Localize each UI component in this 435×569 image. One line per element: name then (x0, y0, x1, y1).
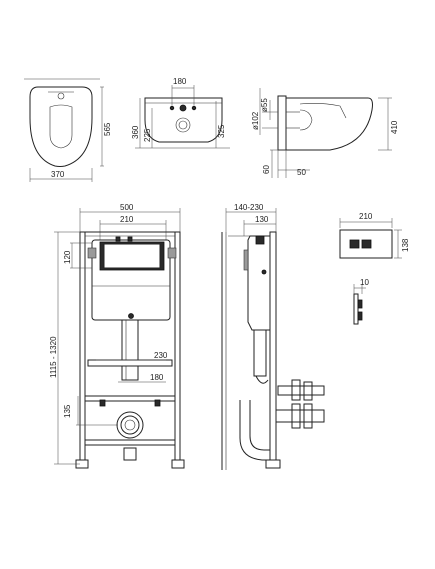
dim-cistern-width: 210 (120, 215, 134, 224)
dim-button-height: 138 (401, 238, 410, 252)
dim-180-lower: 180 (150, 373, 164, 382)
dim-outlet-dia-102: ø102 (251, 111, 260, 130)
dim-offset-60: 60 (262, 165, 271, 174)
bowl-front-view (135, 85, 230, 149)
bowl-top-view (24, 78, 104, 182)
dim-height-225: 225 (143, 128, 152, 142)
dim-frame-height: 1115 - 1320 (49, 336, 58, 378)
dim-inlet-dia-55: ø55 (260, 98, 269, 112)
dim-bowl-length: 565 (103, 122, 112, 136)
dim-height-410: 410 (390, 120, 399, 134)
dim-bowl-width: 370 (51, 170, 65, 179)
frame-side-view (221, 208, 325, 470)
dim-depth-range: 140-230 (234, 203, 264, 212)
dim-button-width: 210 (359, 212, 373, 221)
frame-front-view (54, 208, 185, 469)
dim-120: 120 (63, 250, 72, 264)
dim-button-depth: 10 (360, 278, 369, 287)
dim-height-360: 360 (131, 125, 140, 139)
dim-height-325: 325 (217, 124, 226, 138)
dim-230: 230 (154, 351, 168, 360)
bowl-side-view (259, 88, 392, 178)
flush-button-side (353, 284, 366, 325)
flush-button-front (339, 218, 402, 259)
dim-frame-width: 500 (120, 203, 134, 212)
dim-135: 135 (63, 404, 72, 418)
dim-offset-50: 50 (297, 168, 306, 177)
dim-outlet-spacing: 180 (173, 77, 187, 86)
dim-depth-130: 130 (255, 215, 269, 224)
